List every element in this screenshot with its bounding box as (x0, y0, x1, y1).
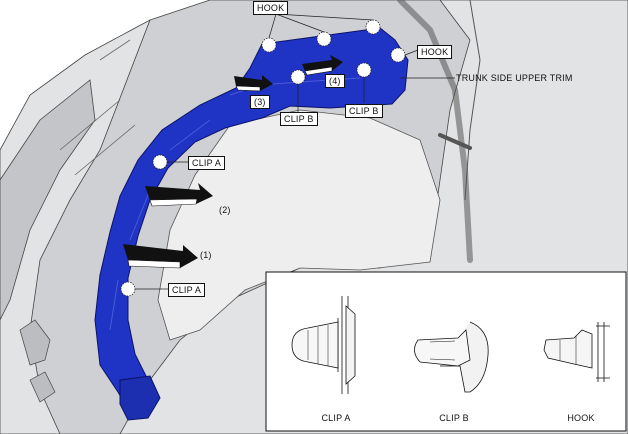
hook-label-top: HOOK (253, 1, 289, 15)
removal-arrows (123, 55, 343, 269)
hook-label-right: HOOK (417, 45, 453, 59)
step-3-label: (3) (250, 95, 270, 109)
step-4-label: (4) (325, 74, 345, 88)
trim-contours (109, 77, 361, 331)
arrow-step-3 (234, 75, 273, 92)
clip-a-point (152, 154, 168, 170)
trim-lower-tab (119, 375, 161, 421)
clip-a-detail (291, 296, 356, 394)
clip-b-point (356, 62, 372, 78)
clip-a-point (120, 281, 136, 297)
clip-a-label-upper: CLIP A (188, 156, 226, 170)
trunk-side-upper-trim-label: TRUNK SIDE UPPER TRIM (456, 73, 573, 83)
fastener-points (120, 19, 406, 297)
detail-caption-clip-b: CLIP B (439, 413, 469, 423)
clip-a-label-lower: CLIP A (168, 283, 206, 297)
hook-point (390, 47, 406, 63)
arrow-step-2 (145, 183, 213, 207)
hook-point (261, 37, 277, 53)
detail-caption-hook: HOOK (567, 413, 595, 423)
clip-b-label-right: CLIP B (345, 104, 383, 118)
clip-b-point (290, 69, 306, 85)
detail-caption-clip-a: CLIP A (321, 413, 351, 423)
step-2-label: (2) (219, 205, 231, 215)
arrow-step-1 (123, 244, 198, 269)
hook-point (316, 31, 332, 47)
arrow-step-4 (302, 55, 343, 76)
hook-point (365, 19, 381, 35)
clip-b-label-left: CLIP B (280, 112, 318, 126)
fastener-detail-inset (265, 271, 627, 432)
clip-b-detail (414, 321, 489, 393)
hook-detail (543, 322, 610, 382)
leader-lines (135, 13, 455, 290)
step-1-label: (1) (200, 250, 212, 260)
